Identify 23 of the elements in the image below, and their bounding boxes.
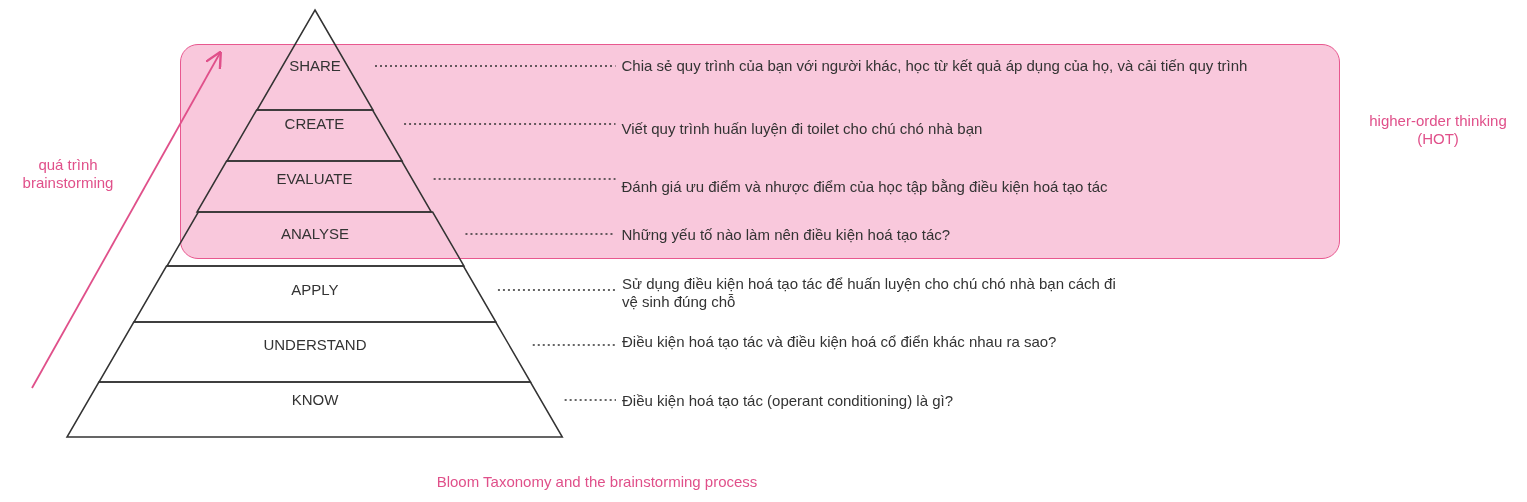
description-text: Chia sẻ quy trình của bạn với người khác, học từ kết quả áp dụng của họ, và cải tiến quy trình	[621, 56, 1248, 75]
leader-line	[403, 123, 617, 125]
pyramid-level: UNDERSTAND	[99, 322, 531, 382]
pyramid-level: KNOW	[67, 382, 563, 437]
leader-line	[374, 65, 617, 67]
pyramid-level: CREATE	[226, 109, 403, 161]
leader-line	[563, 399, 617, 401]
arrow-label: quá trình brainstorming	[21, 156, 115, 192]
description-text: Sử dụng điều kiện hoá tạo tác để huấn luyện cho chú chó nhà bạn cách đi vệ sinh đúng chỗ	[622, 275, 1127, 311]
pyramid-level: ANALYSE	[166, 212, 464, 266]
leader-line	[497, 289, 617, 291]
pyramid-level: APPLY	[134, 266, 496, 322]
caption: Bloom Taxonomy and the brainstorming process	[435, 473, 759, 491]
leader-line	[531, 344, 617, 346]
pyramid-apex: SHARE	[257, 10, 373, 110]
description-text: Điều kiện hoá tạo tác và điều kiện hoá cổ điển khác nhau ra sao?	[622, 333, 1057, 351]
pyramid-level: EVALUATE	[197, 160, 432, 212]
description-text: Viết quy trình huấn luyện đi toilet cho chú chó nhà bạn	[621, 119, 983, 138]
description-text: Đánh giá ưu điểm và nhược điểm của học tập bằng điều kiện hoá tạo tác	[621, 177, 1108, 196]
description-text: Những yếu tố nào làm nên điều kiện hoá tạo tác?	[621, 225, 951, 244]
band-label: higher-order thinking (HOT)	[1368, 112, 1508, 148]
description-text: Điều kiện hoá tạo tác (operant conditioning) là gì?	[622, 392, 954, 410]
leader-line	[432, 178, 617, 180]
